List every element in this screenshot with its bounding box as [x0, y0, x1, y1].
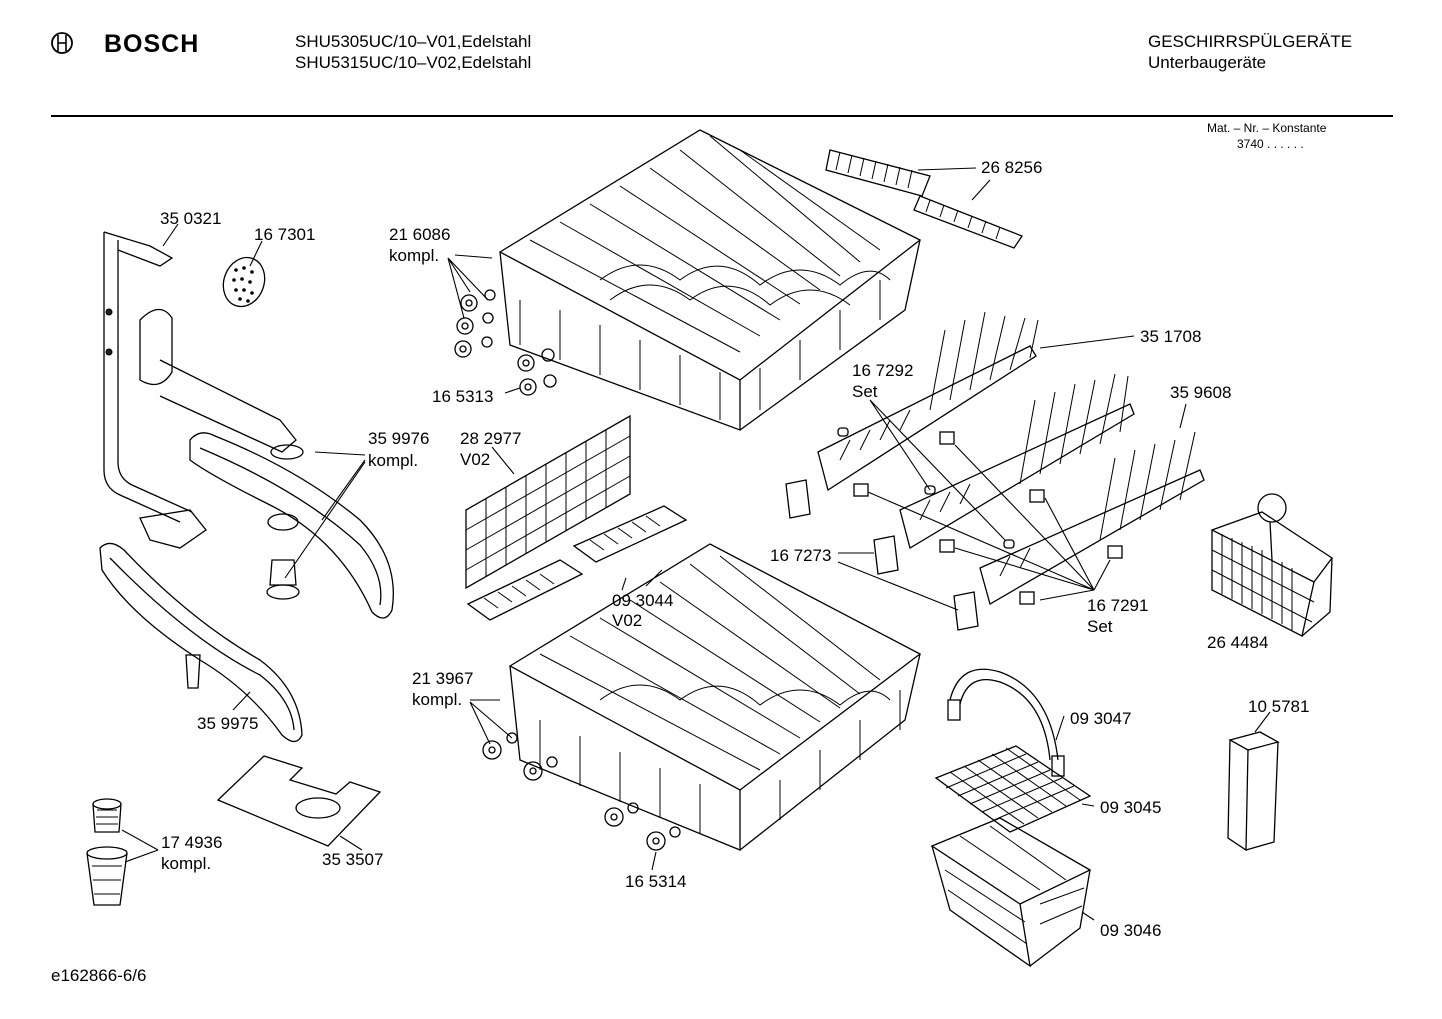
rack-clips-drawing [785, 427, 1123, 631]
part-label-213967: 21 3967 [412, 669, 474, 688]
part-label-093044: 09 3044 [612, 591, 674, 610]
upper-basket-wheels-drawing [454, 289, 557, 396]
part-note-282977: V02 [460, 450, 491, 469]
leader-lines [121, 167, 1271, 921]
part-label-350321: 35 0321 [160, 209, 222, 228]
upper-basket-drawing [498, 129, 922, 431]
basket-insert-drawing [1227, 731, 1280, 852]
model-line-1: SHU5305UC/10–V01,Edelstahl [295, 32, 532, 51]
part-note-167292: Set [852, 382, 878, 401]
mat-number-label: Mat. – Nr. – Konstante [1207, 121, 1327, 135]
tine-racks-drawing [817, 311, 1205, 605]
part-label-167301: 16 7301 [254, 225, 316, 244]
part-label-351708: 35 1708 [1140, 327, 1202, 346]
part-label-165314: 16 5314 [625, 872, 687, 891]
part-label-359975: 35 9975 [197, 714, 259, 733]
part-label-359608: 35 9608 [1170, 383, 1232, 402]
part-label-165313: 16 5313 [432, 387, 494, 406]
lower-spray-arm-drawing [99, 542, 303, 743]
cup-holders-drawing [466, 505, 688, 621]
basket-lid-drawing [934, 745, 1092, 833]
supply-pipe-drawing [103, 231, 304, 549]
part-label-282977: 28 2977 [460, 429, 522, 448]
part-note-213967: kompl. [412, 690, 463, 709]
basket-handle-drawing [947, 668, 1065, 777]
part-label-264484: 26 4484 [1207, 633, 1269, 652]
cutlery-basket-drawing [1210, 493, 1333, 637]
part-note-216086: kompl. [389, 246, 440, 265]
upper-spray-arm-drawing [189, 432, 394, 619]
side-grid-drawing [465, 414, 631, 590]
header-divider [51, 115, 1393, 117]
part-label-167273: 16 7273 [770, 546, 832, 565]
category-subtitle: Unterbaugeräte [1148, 53, 1267, 72]
brand-wordmark: BOSCH [104, 30, 200, 58]
part-label-174936: 17 4936 [161, 833, 223, 852]
cover-plate-drawing [216, 755, 382, 847]
spray-head-drawing [222, 256, 266, 308]
diagram-id: e162866-6/6 [51, 966, 147, 985]
part-label-167291: 16 7291 [1087, 596, 1149, 615]
part-note-174936: kompl. [161, 854, 212, 873]
small-basket-drawing [930, 817, 1092, 968]
part-label-093045: 09 3045 [1100, 798, 1162, 817]
part-label-105781: 10 5781 [1248, 697, 1310, 716]
filter-drawing [86, 798, 128, 906]
part-label-216086: 21 6086 [389, 225, 451, 244]
lower-basket-drawing [508, 543, 922, 851]
mat-number-value: 3740 . . . . . . [1237, 137, 1304, 151]
category-title: GESCHIRRSPÜLGERÄTE [1148, 32, 1353, 51]
part-note-167291: Set [1087, 617, 1113, 636]
part-label-093046: 09 3046 [1100, 921, 1162, 940]
part-label-167292: 16 7292 [852, 361, 914, 380]
model-line-2: SHU5315UC/10–V02,Edelstahl [295, 53, 532, 72]
part-note-093044: V02 [612, 611, 643, 630]
lower-basket-wheels-drawing [482, 732, 681, 851]
part-label-359976: 35 9976 [368, 429, 430, 448]
part-label-093047: 09 3047 [1070, 709, 1132, 728]
part-label-353507: 35 3507 [322, 850, 384, 869]
part-note-359976: kompl. [368, 451, 419, 470]
cutlery-combs-drawing [825, 149, 1023, 249]
bosch-armature-icon [51, 32, 73, 54]
part-label-268256: 26 8256 [981, 158, 1043, 177]
